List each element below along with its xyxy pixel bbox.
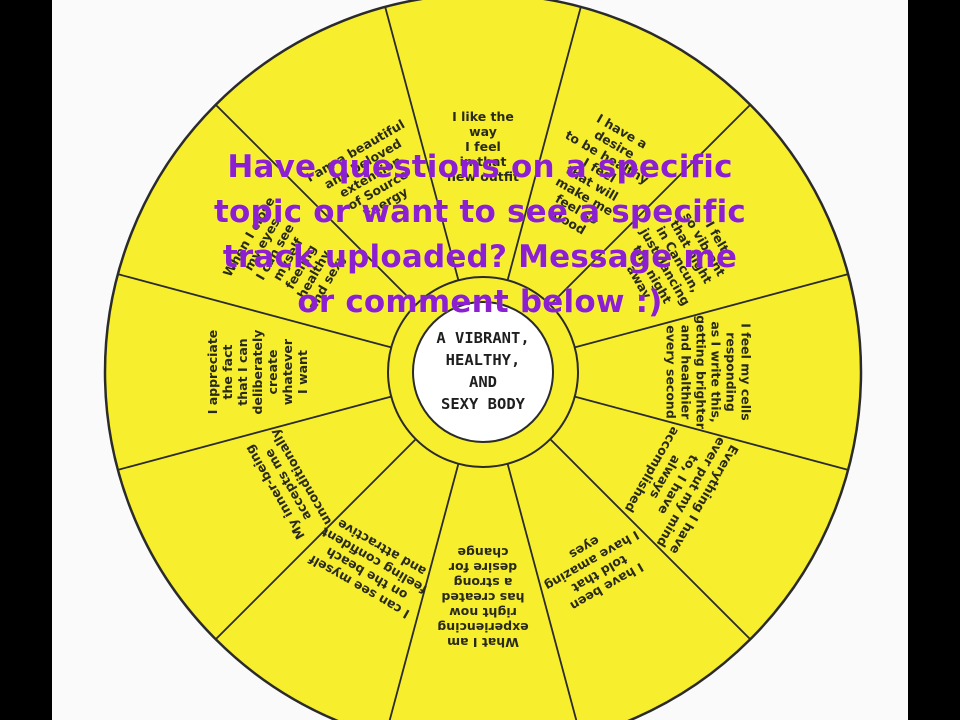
segment-text-line: way bbox=[469, 124, 497, 139]
segment-text-line: I like the bbox=[452, 109, 514, 124]
segment-text-line: responding bbox=[724, 332, 739, 412]
segment-dividers bbox=[117, 6, 849, 720]
segment-text-line: the fact bbox=[220, 344, 235, 399]
segment-divider bbox=[117, 273, 392, 349]
segment-text-line: I appreciate bbox=[205, 330, 220, 415]
segment-divider bbox=[549, 104, 751, 306]
segment-text-line: What I am bbox=[447, 635, 519, 650]
wheel-center: A VIBRANT, HEALTHY, AND SEXY BODY bbox=[412, 301, 554, 443]
center-label-line-2: HEALTHY, bbox=[446, 351, 521, 369]
center-circle bbox=[412, 301, 554, 443]
segment-text-line: deliberately bbox=[250, 330, 265, 415]
segment-text-line: that I can bbox=[235, 338, 250, 405]
segment-text-line: has created bbox=[441, 590, 524, 605]
segment-text-line: right now bbox=[449, 605, 517, 620]
segment-divider bbox=[215, 438, 417, 640]
segment-text-line: whatever bbox=[280, 338, 295, 405]
segment-divider bbox=[506, 463, 578, 720]
segment-divider bbox=[574, 273, 849, 349]
segment-divider bbox=[384, 6, 460, 281]
segment-text-line: every second bbox=[664, 325, 679, 419]
segment-text-line: change bbox=[457, 545, 508, 560]
segment-text-line: desire for bbox=[448, 560, 517, 575]
overlay-caption: Have questions on a specific topic or wa… bbox=[214, 149, 746, 320]
segment-divider bbox=[506, 6, 582, 281]
segment-divider bbox=[388, 463, 460, 720]
segment-divider bbox=[574, 395, 849, 471]
segment-text-line: and healthier bbox=[679, 325, 694, 420]
segment-divider bbox=[549, 438, 751, 640]
segment-divider bbox=[215, 104, 417, 306]
segment-text-line: new outfit bbox=[447, 169, 519, 184]
center-label-line-1: A VIBRANT, bbox=[436, 329, 529, 347]
segment-text-line: I feel my cells bbox=[739, 323, 754, 420]
center-label-line-4: SEXY BODY bbox=[441, 395, 526, 413]
segment-text-line: I feel bbox=[465, 139, 501, 154]
segment-text-line: in that bbox=[460, 154, 507, 169]
segment-text-line: experiencing bbox=[437, 620, 528, 635]
segment-text-line: I want bbox=[295, 350, 310, 394]
segment-divider bbox=[117, 395, 392, 471]
center-label-line-3: AND bbox=[469, 373, 497, 391]
segment-text-line: as I write this, bbox=[709, 321, 724, 422]
segment-text-line: getting brighter bbox=[694, 315, 709, 430]
segment-text-line: a strong bbox=[454, 575, 513, 590]
segment-text-line: create bbox=[265, 350, 280, 395]
